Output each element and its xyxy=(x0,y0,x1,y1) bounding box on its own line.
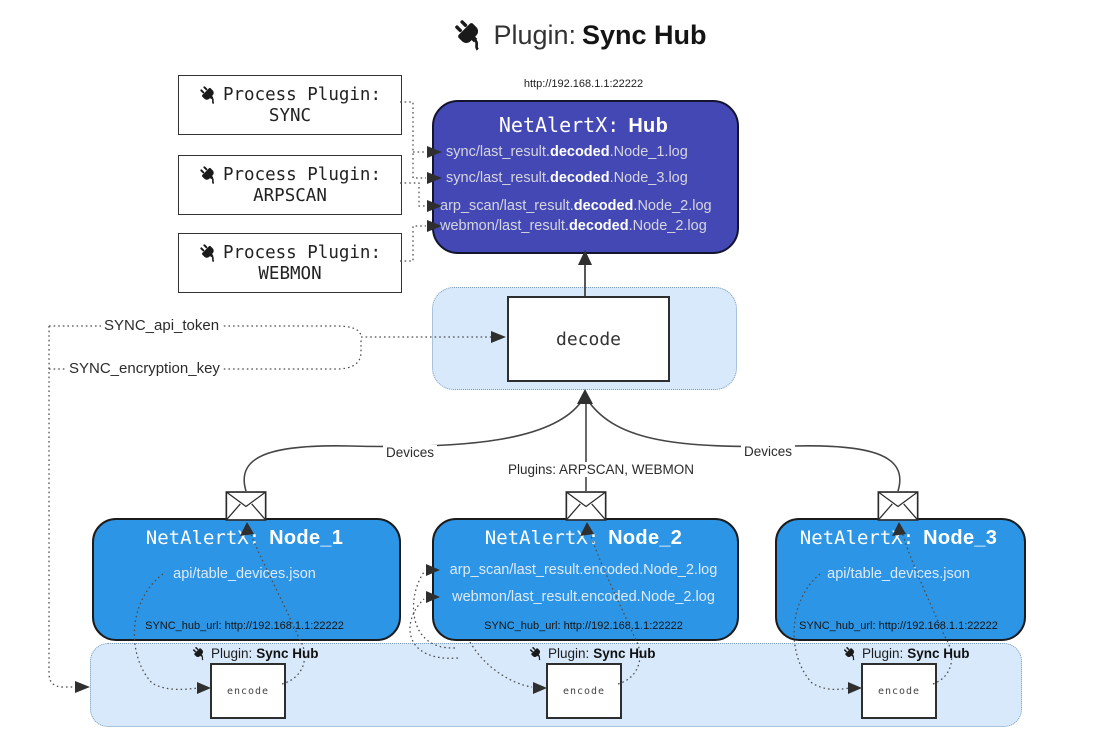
node2-file-line: webmon/last_result.encoded.Node_2.log xyxy=(452,589,715,605)
encoder2-label: Plugin: Sync Hub xyxy=(529,646,656,661)
process-plugin-box-sync: Process Plugin: SYNC xyxy=(178,75,402,135)
node3-footer: SYNC_hub_url: http://192.168.1.1:22222 xyxy=(799,620,998,632)
hub-log-line: arp_scan/last_result.decoded.Node_2.log xyxy=(440,198,712,214)
process-plugin-box-webmon: Process Plugin: WEBMON xyxy=(178,233,402,293)
node2-footer: SYNC_hub_url: http://192.168.1.1:22222 xyxy=(484,620,683,632)
edge-label-devices-left: Devices xyxy=(383,445,438,460)
encode3-box: encode xyxy=(861,663,937,719)
plug-icon xyxy=(199,165,219,185)
process-plugin-label: Process Plugin: xyxy=(222,84,382,105)
sync-encryption-key-label: SYNC_encryption_key xyxy=(66,360,223,377)
plug-icon xyxy=(199,243,219,263)
plug-icon xyxy=(453,18,487,52)
node3-title: NetAlertX: Node_3 xyxy=(799,527,998,549)
process-plugin-box-arpscan: Process Plugin: ARPSCAN xyxy=(178,155,402,215)
plug-icon xyxy=(199,85,219,105)
plug-icon xyxy=(843,646,858,661)
sync-api-token-label: SYNC_api_token xyxy=(101,317,223,334)
hub-log-line: sync/last_result.decoded.Node_1.log xyxy=(446,144,688,160)
plug-icon xyxy=(192,646,207,661)
envelope-icon xyxy=(225,491,267,526)
edge-label-plugins: Plugins: ARPSCAN, WEBMON xyxy=(505,462,698,477)
edge-label-devices-right: Devices xyxy=(741,444,796,459)
envelope-icon xyxy=(877,491,919,526)
node3-file-line: api/table_devices.json xyxy=(827,566,970,582)
page-title-label: Plugin: xyxy=(493,19,577,50)
encode1-box: encode xyxy=(210,663,286,719)
plug-icon xyxy=(529,646,544,661)
node2-box xyxy=(432,518,739,641)
node1-file-line: api/table_devices.json xyxy=(173,566,316,582)
encoder1-label: Plugin: Sync Hub xyxy=(192,646,319,661)
hub-log-line: webmon/last_result.decoded.Node_2.log xyxy=(440,218,707,234)
hub-title-name: Hub xyxy=(628,115,669,137)
node1-title: NetAlertX: Node_1 xyxy=(145,527,344,549)
node1-footer: SYNC_hub_url: http://192.168.1.1:22222 xyxy=(145,620,344,632)
process-plugin-name: WEBMON xyxy=(258,263,322,284)
edge-secrets-rail-to-encode-panel xyxy=(48,326,90,693)
encoder3-label: Plugin: Sync Hub xyxy=(843,646,970,661)
hub-title-prefix: NetAlertX: xyxy=(498,113,620,137)
process-plugin-name: ARPSCAN xyxy=(253,185,327,206)
process-plugin-label: Process Plugin: xyxy=(222,242,382,263)
process-plugin-name: SYNC xyxy=(268,105,312,126)
envelope-icon xyxy=(565,491,607,526)
hub-url: http://192.168.1.1:22222 xyxy=(523,78,644,90)
node2-title: NetAlertX: Node_2 xyxy=(484,527,683,549)
decode-in-arrowhead xyxy=(577,389,593,404)
hub-log-line: sync/last_result.decoded.Node_3.log xyxy=(446,170,688,186)
decode-box: decode xyxy=(507,296,670,382)
process-plugin-label: Process Plugin: xyxy=(222,164,382,185)
encode2-box: encode xyxy=(546,663,622,719)
node2-file-line: arp_scan/last_result.encoded.Node_2.log xyxy=(449,562,718,578)
hub-title: NetAlertX: Hub xyxy=(432,113,735,138)
hub-box xyxy=(432,100,739,254)
page-title: Plugin: Sync Hub xyxy=(330,18,830,52)
page-title-name: Sync Hub xyxy=(582,19,707,50)
